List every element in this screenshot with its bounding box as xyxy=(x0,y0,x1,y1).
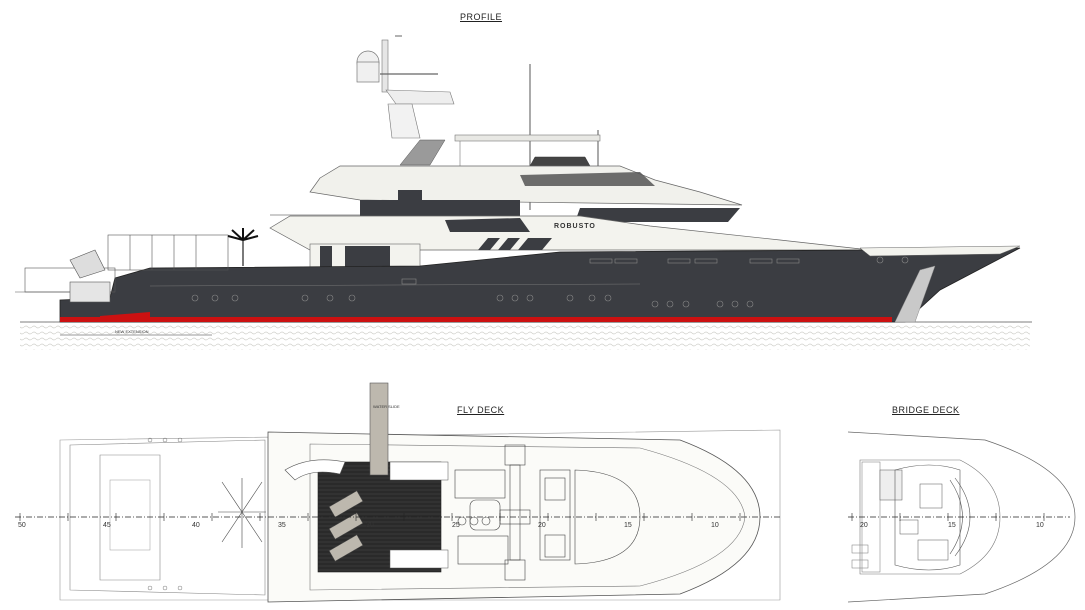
new-extension-label: NEW EXTENSION xyxy=(115,329,149,334)
aft-extension xyxy=(15,234,229,303)
fly-scale-25: 25 xyxy=(452,522,460,529)
main-deck-superstructure xyxy=(269,214,871,269)
bridge-scale-15: 15 xyxy=(948,522,956,529)
fly-scale-40: 40 xyxy=(192,522,200,529)
fly-scale-30: 30 xyxy=(366,522,374,529)
water-slide-label: WATER SLIDE xyxy=(373,404,400,409)
profile-view: ROBUSTO NEW EXTENSION xyxy=(15,35,1032,350)
bridge-deck-plan: 20 15 10 xyxy=(847,431,1076,603)
yacht-name: ROBUSTO xyxy=(554,223,596,230)
boot-stripe xyxy=(60,317,892,322)
fly-scale-10: 10 xyxy=(711,522,719,529)
hardtop xyxy=(399,134,601,167)
fly-scale-20: 20 xyxy=(538,522,546,529)
sun-loungers xyxy=(328,490,364,562)
fly-scale-50: 50 xyxy=(18,522,26,529)
fly-deck-plan: WATER SLIDE xyxy=(15,382,781,603)
bridge-deck-superstructure xyxy=(309,165,743,222)
bridge-scale-10: 10 xyxy=(1036,522,1044,529)
fly-deck-furniture xyxy=(454,444,641,581)
water-surface xyxy=(20,322,1030,350)
fly-scale-45: 45 xyxy=(103,522,111,529)
bridge-scale-20: 20 xyxy=(860,522,868,529)
profile-title: PROFILE xyxy=(460,12,503,22)
fly-deck-title: FLY DECK xyxy=(457,405,505,415)
bridge-deck-title: BRIDGE DECK xyxy=(892,405,960,415)
fly-scale-35: 35 xyxy=(278,522,286,529)
stanchions xyxy=(147,437,183,591)
water-slide xyxy=(369,382,389,476)
palm-tree xyxy=(227,228,259,266)
bridge-deck-outline xyxy=(847,431,1076,603)
hull xyxy=(59,238,1021,323)
palm-tree-plan xyxy=(218,478,266,548)
fly-scale-15: 15 xyxy=(624,522,632,529)
